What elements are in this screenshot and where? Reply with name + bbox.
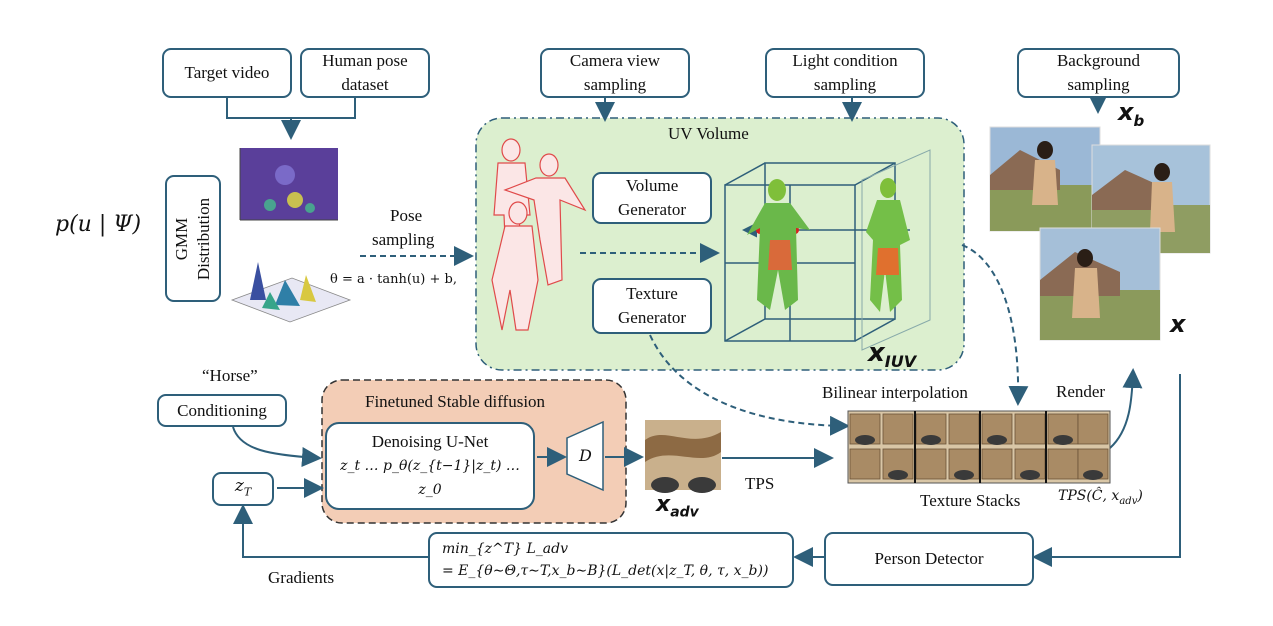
render-label: Render [1056, 382, 1106, 401]
x-adv-label: xadv [656, 492, 699, 521]
human-pose-dataset-box: Human pose dataset [300, 48, 430, 98]
denoising-unet-box: Denoising U-Net z_t … p_θ(z_{t−1}|z_t) …… [325, 422, 535, 510]
bilinear-interpolation-label: Bilinear interpolation [822, 383, 968, 402]
x-adv-texture-patch [645, 420, 721, 493]
light-condition-box: Light condition sampling [765, 48, 925, 98]
unet-label-1: Denoising U-Net [371, 432, 489, 451]
loss-line-1: min_{z^T} L_adv [442, 541, 568, 557]
pose-sampling-label-1: Pose [390, 206, 423, 225]
texture-generator-label-1: Texture [626, 284, 678, 303]
gmm-distribution-box: GMM Distribution [165, 175, 221, 302]
gmm-formula: p(u | Ψ) [55, 212, 142, 237]
person-detector-box: Person Detector [824, 532, 1034, 586]
light-condition-label-2: sampling [813, 75, 877, 94]
tps-label: TPS [745, 474, 775, 493]
conditioning-box: Conditioning [157, 394, 287, 427]
theta-formula: θ = a · tanh(u) + b, [330, 272, 457, 287]
camera-view-label-2: sampling [583, 75, 647, 94]
target-video-box: Target video [162, 48, 292, 98]
loss-box: min_{z^T} L_adv = E_{θ∼Θ,τ∼T,x_b∼B}(L_de… [428, 532, 794, 588]
target-video-label: Target video [184, 63, 270, 82]
human-pose-label-2: dataset [341, 75, 389, 94]
volume-generator-box: Volume Generator [592, 172, 712, 224]
slice-plane [861, 149, 931, 351]
gmm-label-1: GMM [172, 217, 192, 260]
tps-formula: TPS(Ĉ, xadv) [1058, 488, 1143, 507]
volume-generator-label-1: Volume [625, 176, 679, 195]
camera-view-label-1: Camera view [569, 51, 661, 70]
camera-view-box: Camera view sampling [540, 48, 690, 98]
person-detector-label: Person Detector [874, 549, 984, 568]
volume-generator-label-2: Generator [618, 200, 686, 219]
uv-volume-title: UV Volume [668, 124, 749, 143]
texture-generator-label-2: Generator [618, 308, 686, 327]
x-label: x [1170, 310, 1186, 338]
horse-prompt: “Horse” [202, 366, 258, 385]
texture-generator-box: Texture Generator [592, 278, 712, 334]
uv-colored-figures [747, 178, 910, 312]
texture-stacks-grid [847, 410, 1111, 484]
conditioning-label: Conditioning [177, 400, 267, 420]
human-pose-label-1: Human pose [322, 51, 408, 70]
background-label-2: sampling [1067, 75, 1130, 94]
gmm-heatmap-plot [239, 148, 338, 221]
background-sampling-box: Background sampling [1017, 48, 1180, 98]
background-label-1: Background [1056, 51, 1141, 70]
light-condition-label-1: Light condition [792, 51, 898, 70]
texture-stacks-label: Texture Stacks [920, 491, 1021, 510]
unet-label-2: z_t … p_θ(z_{t−1}|z_t) … z_0 [340, 458, 520, 498]
mesh-figures [491, 138, 587, 331]
gmm-surface-plot [230, 262, 352, 323]
decoder-label: D [579, 446, 592, 465]
diffusion-title: Finetuned Stable diffusion [365, 392, 546, 411]
pose-sampling-label-2: sampling [372, 230, 435, 249]
z-t-box: zT [212, 472, 274, 506]
x-iuv-label: xIUV [868, 338, 917, 372]
decoder-shape [566, 420, 604, 492]
gmm-label-2: Distribution [194, 197, 214, 280]
z-t-label: zT [234, 475, 252, 499]
x-b-label: xb [1118, 98, 1145, 130]
rendered-photos [989, 126, 1211, 341]
loss-line-2: = E_{θ∼Θ,τ∼T,x_b∼B}(L_det(x|z_T, θ, τ, x… [442, 563, 769, 579]
gradients-label: Gradients [268, 568, 335, 587]
